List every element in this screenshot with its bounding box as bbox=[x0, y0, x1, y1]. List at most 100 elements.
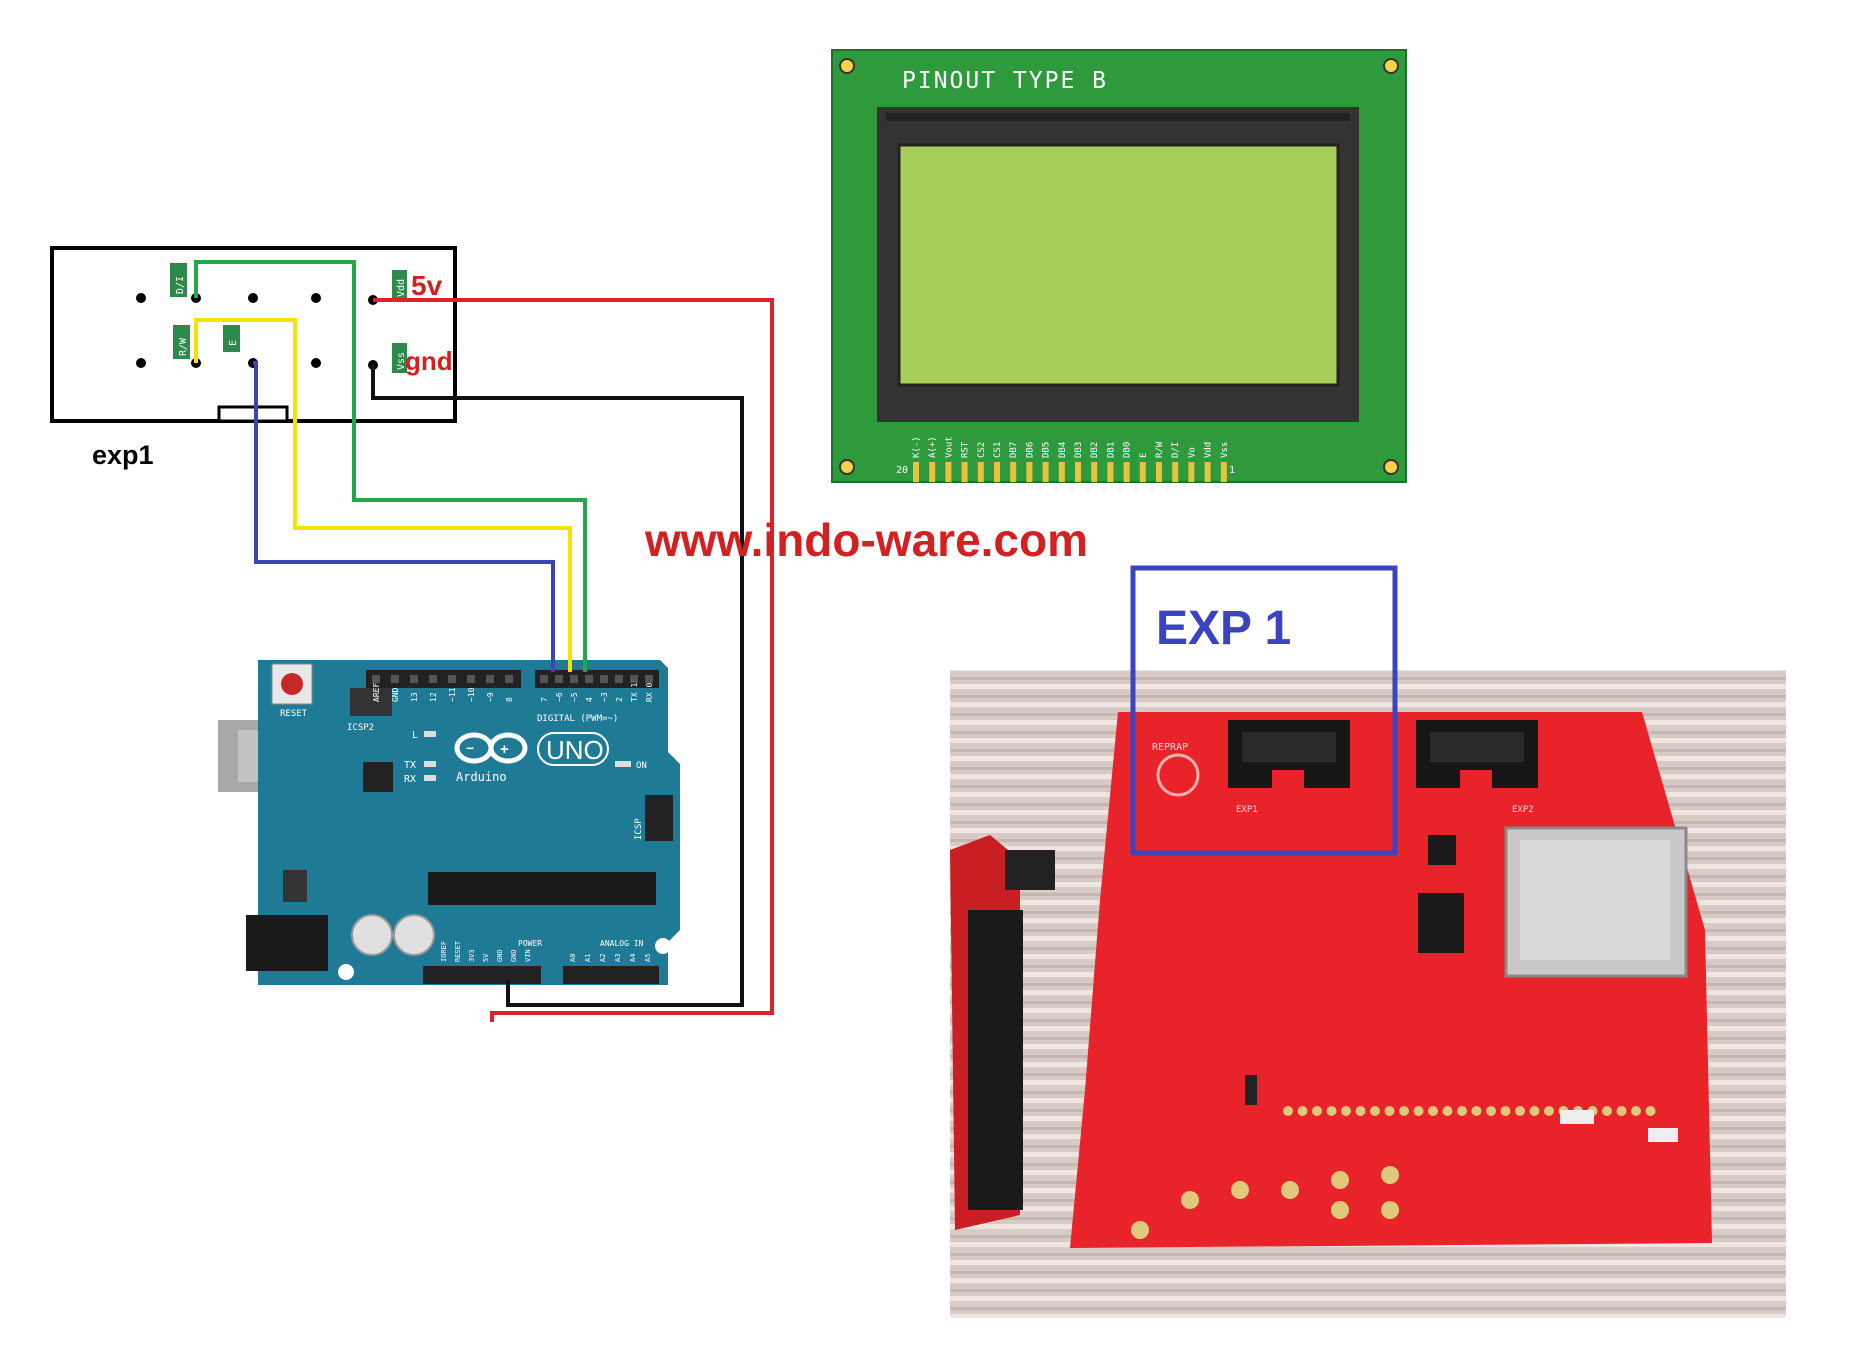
pin bbox=[248, 293, 258, 303]
lcd-pin bbox=[1139, 462, 1146, 482]
lcd-pin-label: DB6 bbox=[1025, 442, 1035, 458]
mount-hole bbox=[338, 964, 354, 980]
smd-part bbox=[1245, 1075, 1257, 1105]
l-led bbox=[424, 731, 436, 737]
header-pin-label: ~11 bbox=[448, 687, 457, 702]
power-pin-label: VIN bbox=[524, 949, 532, 962]
pcb-pad bbox=[1370, 1106, 1380, 1116]
side-connector bbox=[1005, 850, 1055, 890]
lcd-pin-label: DB4 bbox=[1058, 442, 1068, 458]
rx-label: RX bbox=[404, 774, 416, 785]
watermark: www.indo-ware.com bbox=[644, 514, 1088, 566]
lcd-pin bbox=[1010, 462, 1017, 482]
lcd-bezel-shade bbox=[886, 113, 1350, 121]
pcb-pad bbox=[1616, 1106, 1627, 1116]
header-pin-label: 13 bbox=[410, 692, 419, 702]
pcb-pad bbox=[1283, 1106, 1293, 1116]
wire-black-gnd bbox=[371, 365, 744, 1007]
exp1-socket-inner bbox=[1242, 732, 1336, 762]
pcb-pad bbox=[1645, 1106, 1656, 1116]
digital-label: DIGITAL (PWM=~) bbox=[537, 714, 618, 724]
pcb-pad-row bbox=[1283, 1106, 1656, 1116]
exp1-outline bbox=[50, 246, 457, 423]
board-photo: EXP1 EXP2 REPRAP EXP 1 bbox=[950, 565, 1786, 1318]
smd-part bbox=[1560, 1110, 1594, 1124]
lcd-pin bbox=[1156, 462, 1162, 482]
side-header bbox=[968, 910, 1023, 1210]
wire-red-5v bbox=[373, 298, 774, 1022]
tag-di bbox=[170, 263, 187, 297]
lcd-pin-label: Vo bbox=[1187, 447, 1197, 458]
regulator bbox=[283, 870, 307, 902]
tag-vss-text: Vss bbox=[396, 352, 407, 370]
lcd-pin bbox=[1075, 462, 1081, 482]
regulator-chip bbox=[1428, 835, 1456, 865]
pcb-pad bbox=[1457, 1106, 1467, 1116]
mount-hole bbox=[839, 459, 855, 475]
sd-card bbox=[1520, 840, 1670, 960]
smd-part bbox=[1648, 1128, 1678, 1142]
lcd-pin-label: CS2 bbox=[977, 442, 987, 458]
pcb-pad bbox=[1312, 1106, 1322, 1116]
pcb-pad bbox=[1631, 1106, 1641, 1116]
lcd-pin-label: Vout bbox=[944, 436, 954, 458]
lcd-pin-first: 20 bbox=[896, 465, 908, 476]
pcb-pad bbox=[1500, 1106, 1511, 1116]
lcd-pin bbox=[961, 462, 968, 482]
logo-silk: REPRAP bbox=[1152, 742, 1188, 753]
analog-pin-label: A2 bbox=[599, 954, 607, 962]
atmega-chip bbox=[428, 872, 656, 905]
lcd-pin-label: Vss bbox=[1220, 442, 1230, 458]
pcb-pad bbox=[1384, 1106, 1395, 1116]
lcd-pin bbox=[1172, 462, 1179, 482]
reprap-logo bbox=[1156, 753, 1200, 797]
wire-yellow-rw bbox=[194, 318, 572, 672]
icsp-label: ICSP bbox=[634, 818, 644, 840]
analog-label: ANALOG IN bbox=[600, 939, 644, 948]
exp1-key-notch bbox=[217, 405, 289, 423]
pcb-pad bbox=[1471, 1106, 1482, 1116]
exp1-highlight-label: EXP 1 bbox=[1156, 602, 1291, 655]
lcd-pin-label: A(+) bbox=[928, 436, 938, 458]
tag-e bbox=[223, 325, 240, 352]
analog-pin-label: A5 bbox=[644, 954, 652, 962]
tx-led bbox=[424, 761, 436, 767]
lcd-pin-label: E bbox=[1139, 453, 1149, 458]
pcb-pad bbox=[1297, 1106, 1308, 1116]
exp2-silk: EXP2 bbox=[1512, 805, 1534, 815]
pcb-big-pads bbox=[1131, 1166, 1399, 1239]
tag-vss bbox=[392, 343, 407, 373]
lcd-pin bbox=[1204, 462, 1211, 482]
lcd-pin bbox=[1220, 462, 1227, 482]
mount-hole bbox=[839, 58, 855, 74]
pin bbox=[136, 358, 146, 368]
exp2-socket-inner bbox=[1430, 732, 1524, 762]
lcd-pin-last: 1 bbox=[1229, 465, 1235, 476]
power-pin-label: RESET bbox=[454, 940, 462, 962]
mount-hole bbox=[1383, 58, 1399, 74]
header-pin-label: ~9 bbox=[486, 692, 495, 702]
on-label: ON bbox=[636, 761, 647, 771]
lcd-pin bbox=[1091, 462, 1098, 482]
lcd-pin bbox=[1123, 462, 1130, 482]
lcd-pin-label: D/I bbox=[1171, 442, 1181, 458]
lcd-pin bbox=[1026, 462, 1033, 482]
lcd-pin bbox=[1042, 462, 1049, 482]
exp2-socket-key bbox=[1460, 770, 1492, 788]
arduino-logo: − + UNO Arduino bbox=[454, 732, 609, 784]
power-pin-label: GND bbox=[496, 949, 504, 962]
pcb-pad bbox=[1428, 1106, 1438, 1116]
lcd-pin bbox=[977, 462, 984, 482]
wire-green-di bbox=[194, 260, 587, 672]
pcb-pad bbox=[1442, 1106, 1453, 1116]
tag-rw bbox=[173, 325, 190, 359]
pcb-pad bbox=[1515, 1106, 1525, 1116]
lcd-pin bbox=[1107, 462, 1114, 482]
lcd-pin-label: DB5 bbox=[1042, 442, 1052, 458]
lcd-screen bbox=[897, 143, 1340, 387]
exp1-highlight-box bbox=[1130, 565, 1398, 856]
exp1-pin-tags: D/I R/W E Vdd Vss bbox=[170, 263, 407, 373]
tag-e-text: E bbox=[228, 340, 239, 346]
